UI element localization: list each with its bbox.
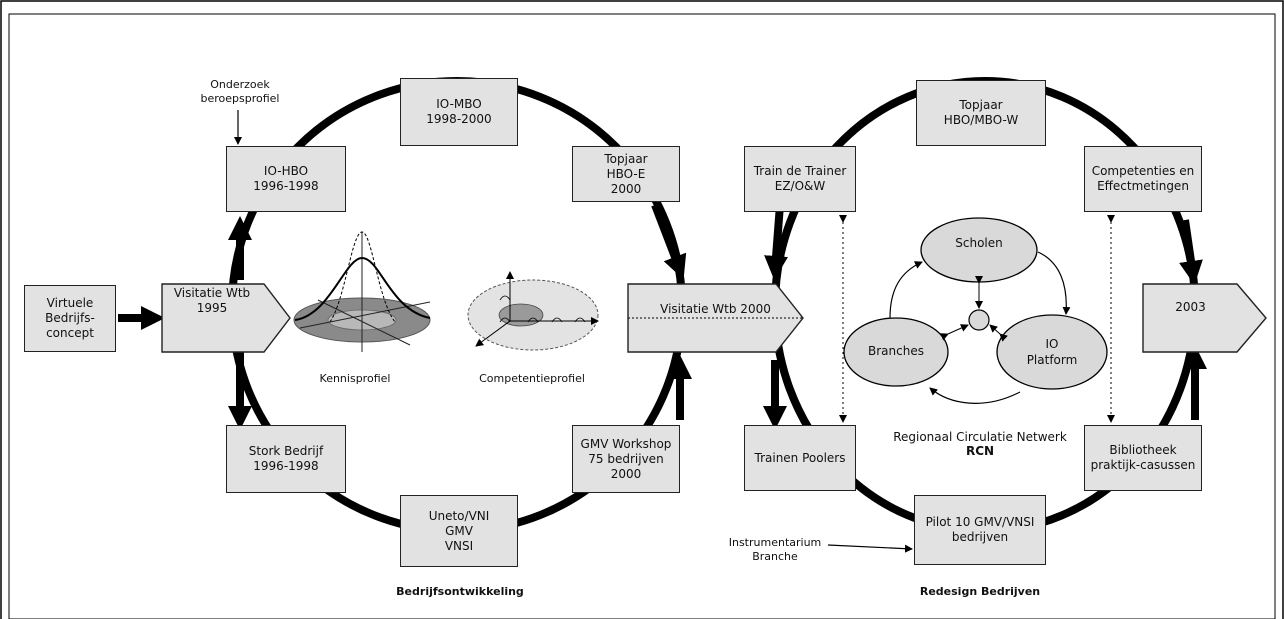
topjaar-hbo-e-box: Topjaar HBO-E 2000 xyxy=(572,146,680,202)
bibliotheek-box: Bibliotheek praktijk-casussen xyxy=(1084,425,1202,491)
rcn-branches-node xyxy=(843,317,949,387)
redesign-bedrijven-caption: Redesign Bedrijven xyxy=(919,585,1041,598)
train-de-trainer-box: Train de Trainer EZ/O&W xyxy=(744,146,856,212)
competentieprofiel-label: Competentieprofiel xyxy=(479,372,585,385)
visitatie-2000-label: Visitatie Wtb 2000 xyxy=(660,302,771,316)
stork-bedrijf-box: Stork Bedrijf 1996-1998 xyxy=(226,425,346,493)
arrow-topjaar-to-visitatie xyxy=(651,203,687,280)
bedrijfsontwikkeling-caption: Bedrijfsontwikkeling xyxy=(396,585,524,598)
arrow-competenties-to-2003 xyxy=(1179,219,1203,285)
instrumentarium-annotation: Instrumentarium Branche xyxy=(728,536,822,563)
end-2003-shape xyxy=(1142,283,1267,353)
topjaar-hbo-mbo-box: Topjaar HBO/MBO-W xyxy=(916,80,1046,146)
visitatie-2000-shape xyxy=(627,283,804,353)
competentieprofiel-graphic xyxy=(467,271,599,351)
visitatie-1995-label: Visitatie Wtb 1995 xyxy=(173,286,251,315)
rcn-branches-label: Branches xyxy=(868,344,924,358)
uneto-box: Uneto/VNI GMV VNSI xyxy=(400,495,518,567)
arrow-instrumentarium xyxy=(827,544,913,553)
kennisprofiel-graphic xyxy=(293,231,431,352)
pilot-box: Pilot 10 GMV/VNSI bedrijven xyxy=(914,495,1046,565)
visitatie-1995-shape xyxy=(161,283,291,353)
io-mbo-box: IO-MBO 1998-2000 xyxy=(400,78,518,146)
kennisprofiel-label: Kennisprofiel xyxy=(319,372,391,385)
arrow-trainer-to-visitatie xyxy=(764,204,789,280)
onderzoek-annotation: Onderzoek beroepsprofiel xyxy=(200,78,280,105)
inner-frame xyxy=(8,13,1276,619)
rcn-scholen-label: Scholen xyxy=(955,236,1003,250)
end-2003-label: 2003 xyxy=(1175,300,1206,314)
virtuele-bedrijfsconcept-box: Virtuele Bedrijfs- concept xyxy=(24,285,116,352)
gmv-workshop-box: GMV Workshop 75 bedrijven 2000 xyxy=(572,425,680,493)
rcn-title: Regionaal Circulatie Netwerk xyxy=(893,430,1067,444)
rcn-io-platform-label: IO Platform xyxy=(1026,337,1078,367)
rcn-abbr: RCN xyxy=(965,444,995,458)
competenties-box: Competenties en Effectmetingen xyxy=(1084,146,1202,212)
trainen-poolers-box: Trainen Poolers xyxy=(744,425,856,491)
rcn-hub xyxy=(968,309,990,331)
rcn-scholen-node xyxy=(920,217,1038,283)
rcn-io-platform-node xyxy=(996,314,1108,390)
rcn-network xyxy=(843,217,1108,404)
io-hbo-box: IO-HBO 1996-1998 xyxy=(226,146,346,212)
